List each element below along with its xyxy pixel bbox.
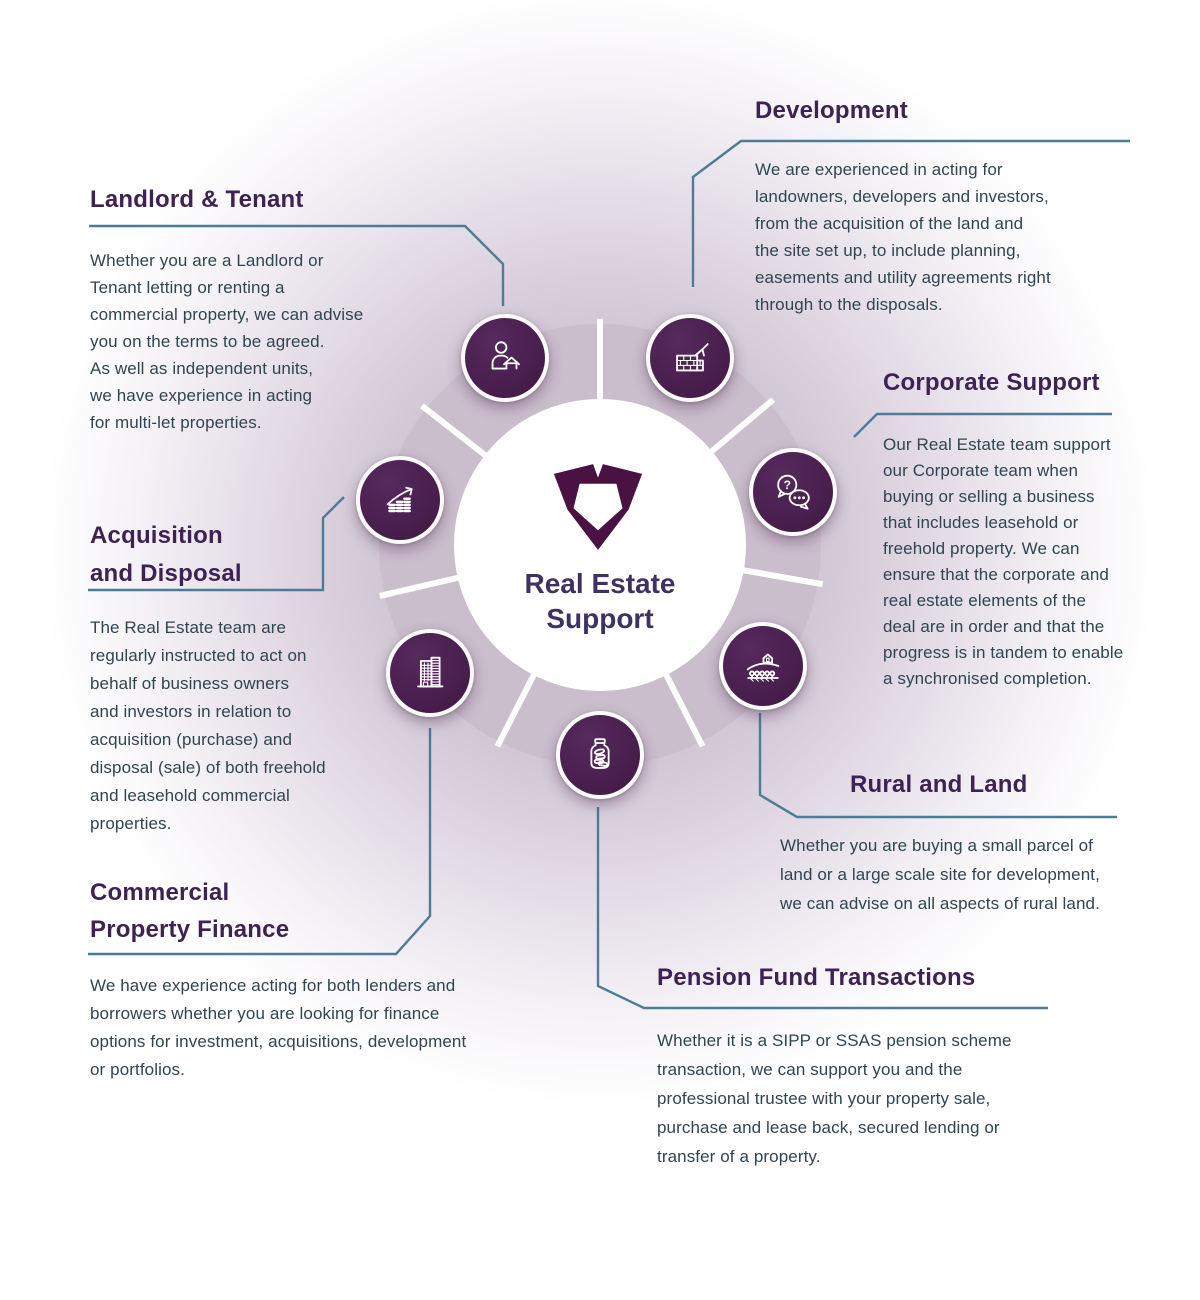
growth-chart-icon xyxy=(386,486,413,513)
commercial-finance-icon-circle xyxy=(386,629,474,717)
body-landlord-tenant: Whether you are a Landlord or Tenant let… xyxy=(90,251,364,432)
question-mark-glyph: ? xyxy=(784,478,791,492)
corporate-support-icon-circle: ? xyxy=(749,448,837,536)
body-corporate-support: Our Real Estate team support our Corpora… xyxy=(883,435,1124,688)
ring-segment-dividers xyxy=(379,319,824,748)
bricks-trowel-icon xyxy=(676,343,709,372)
acquisition-disposal-icon-circle xyxy=(356,456,444,544)
chat-bubbles-question-icon: ? xyxy=(777,474,810,510)
connector-commercial-finance xyxy=(88,728,432,956)
coin-jar-icon xyxy=(590,738,610,769)
body-development: We are experienced in acting for landown… xyxy=(755,160,1051,314)
body-commercial-finance: We have experience acting for both lende… xyxy=(90,976,467,1079)
person-house-icon xyxy=(491,341,520,370)
connector-pension-fund xyxy=(596,807,1048,1010)
heading-rural-and-land: Rural and Land xyxy=(850,771,1028,798)
rural-land-icon-circle xyxy=(719,622,807,710)
heading-corporate-support: Corporate Support xyxy=(883,369,1100,396)
connector-corporate-support xyxy=(853,412,1112,438)
heading-acquisition-disposal: Acquisition and Disposal xyxy=(90,522,242,587)
hub-title: Real Estate Support xyxy=(524,568,676,634)
connector-rural-and-land xyxy=(758,713,1117,819)
development-icon-circle xyxy=(646,314,734,402)
heading-landlord-tenant: Landlord & Tenant xyxy=(90,186,304,213)
pension-fund-icon-circle xyxy=(556,711,644,799)
body-pension-fund: Whether it is a SIPP or SSAS pension sch… xyxy=(657,1031,1012,1166)
office-building-icon xyxy=(417,656,444,688)
heading-commercial-finance: Commercial Property Finance xyxy=(90,879,290,943)
connector-acquisition-disposal xyxy=(88,496,345,592)
connector-landlord-tenant xyxy=(89,224,505,306)
body-rural-and-land: Whether you are buying a small parcel of… xyxy=(780,836,1100,913)
connector-lines xyxy=(88,139,1130,1010)
body-acquisition-disposal: The Real Estate team are regularly instr… xyxy=(90,618,326,833)
real-estate-logo xyxy=(553,464,643,550)
landlord-tenant-icon-circle xyxy=(461,314,549,402)
heading-development: Development xyxy=(755,97,908,124)
connector-development xyxy=(691,139,1130,287)
farm-field-icon xyxy=(746,653,780,682)
heading-pension-fund: Pension Fund Transactions xyxy=(657,964,976,991)
